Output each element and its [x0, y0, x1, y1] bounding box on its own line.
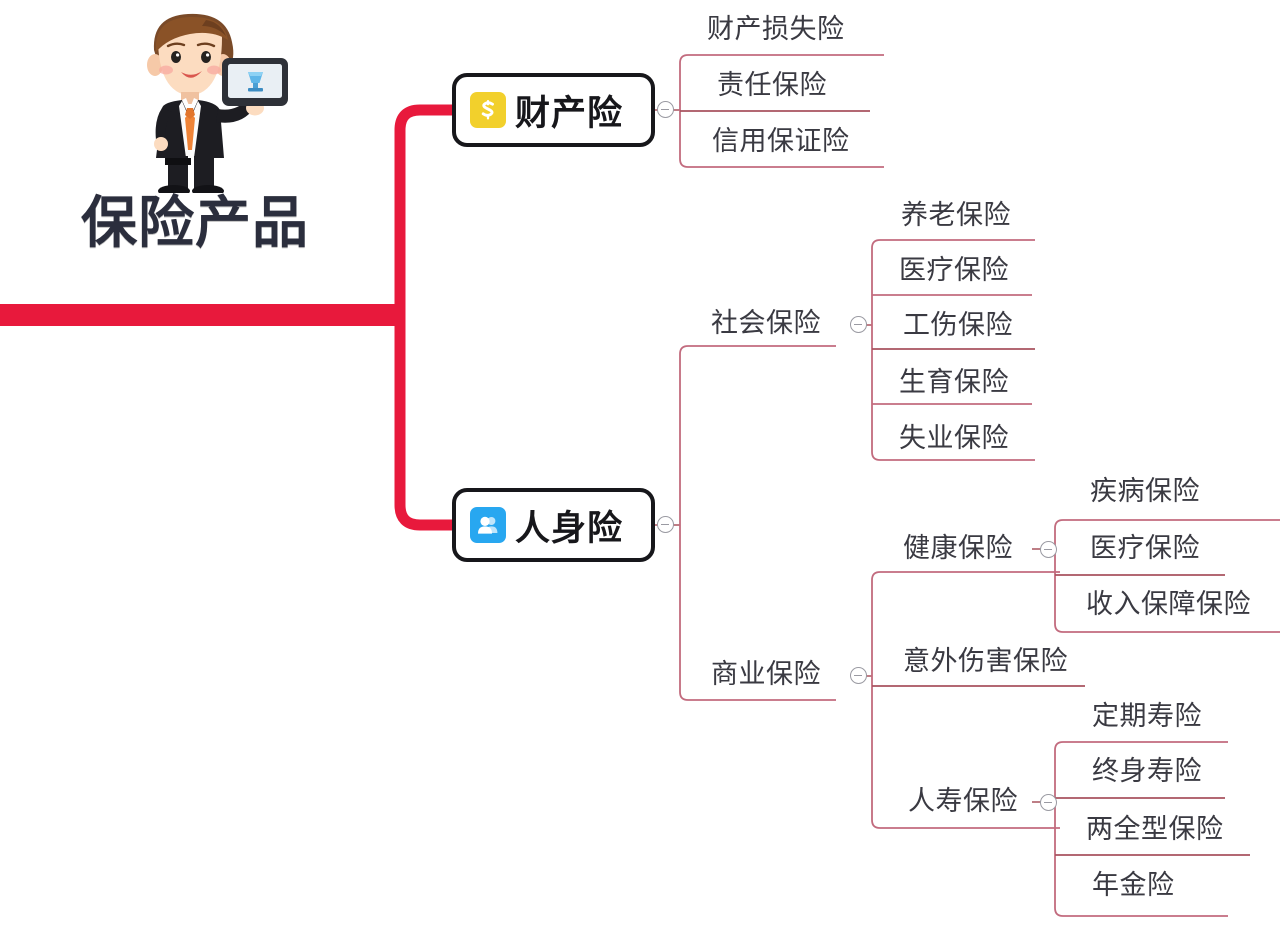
leaf-work-injury[interactable]: 工伤保险	[903, 310, 1013, 340]
node-health-insurance[interactable]: 健康保险	[903, 533, 1013, 563]
branch-node-personal[interactable]: 人身险	[452, 488, 655, 562]
leaf-accident-injury[interactable]: 意外伤害保险	[903, 646, 1068, 676]
root-title: 保险产品	[81, 191, 309, 254]
leaf-property-loss[interactable]: 财产损失险	[707, 14, 845, 44]
collapse-toggle-personal[interactable]	[657, 516, 674, 533]
leaf-annuity[interactable]: 年金险	[1092, 870, 1175, 900]
collapse-toggle-social[interactable]	[850, 316, 867, 333]
node-social-insurance[interactable]: 社会保险	[711, 308, 821, 338]
money-s-icon	[470, 92, 506, 128]
level1-spine	[394, 104, 452, 531]
collapse-toggle-commercial[interactable]	[850, 667, 867, 684]
leaf-term-life[interactable]: 定期寿险	[1092, 701, 1202, 731]
businessman-with-tablet-illustration	[102, 8, 292, 197]
leaf-income-protection[interactable]: 收入保障保险	[1086, 589, 1251, 619]
node-commercial-insurance[interactable]: 商业保险	[711, 659, 821, 689]
root-node[interactable]: 保险产品	[10, 8, 370, 288]
leaf-disease[interactable]: 疾病保险	[1090, 476, 1200, 506]
leaf-pension[interactable]: 养老保险	[901, 200, 1011, 230]
leaf-endowment[interactable]: 两全型保险	[1086, 814, 1224, 844]
branch-label-property: 财产险	[515, 93, 624, 133]
leaf-credit-guarantee[interactable]: 信用保证险	[712, 126, 850, 156]
node-life-insurance[interactable]: 人寿保险	[908, 786, 1018, 816]
leaf-commercial-medical[interactable]: 医疗保险	[1090, 533, 1200, 563]
leaf-liability[interactable]: 责任保险	[717, 70, 827, 100]
branch-label-personal: 人身险	[515, 508, 624, 548]
collapse-toggle-life[interactable]	[1040, 794, 1057, 811]
leaf-social-medical[interactable]: 医疗保险	[899, 255, 1009, 285]
collapse-toggle-property[interactable]	[657, 101, 674, 118]
branch-node-property[interactable]: 财产险	[452, 73, 655, 147]
leaf-whole-life[interactable]: 终身寿险	[1092, 756, 1202, 786]
people-user-icon	[470, 507, 506, 543]
collapse-toggle-health[interactable]	[1040, 541, 1057, 558]
leaf-maternity[interactable]: 生育保险	[899, 367, 1009, 397]
personal-children-bracket	[679, 345, 836, 701]
leaf-unemployment[interactable]: 失业保险	[899, 423, 1009, 453]
